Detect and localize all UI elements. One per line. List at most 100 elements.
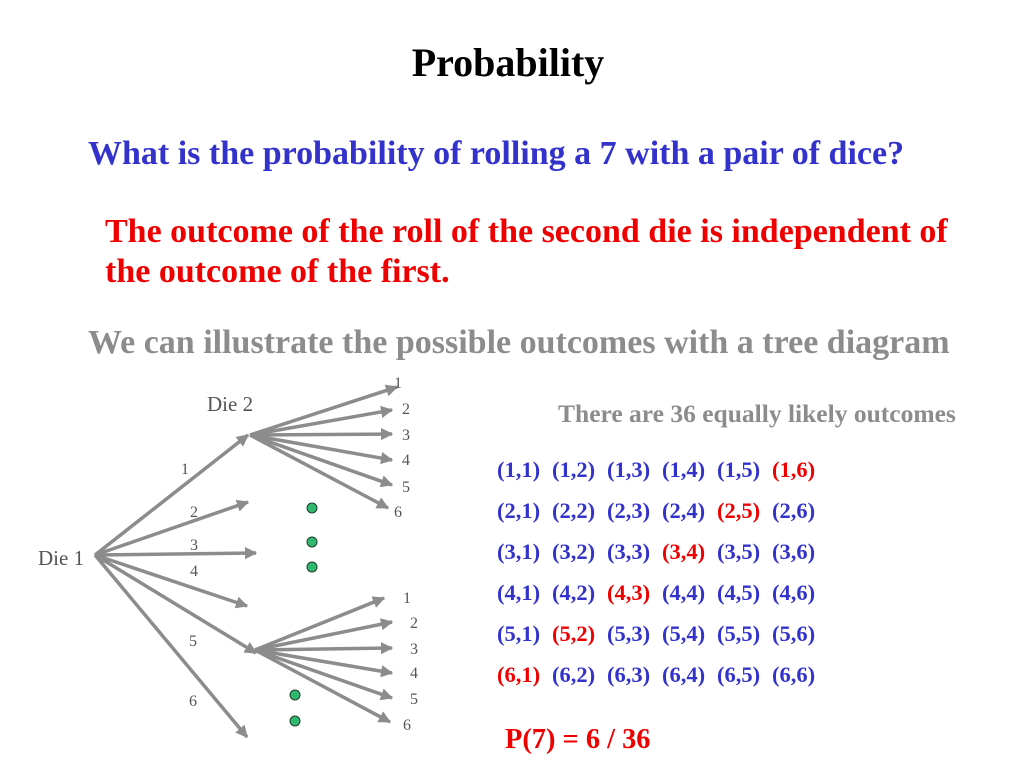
die1-branch-4-arrow [94,553,249,609]
die1-branch-1-arrow [93,433,250,557]
die1-branch-label: 4 [190,563,198,580]
ellipsis-dot [306,561,318,573]
outcome-cell: (6,4) [662,662,706,687]
ellipsis-dot [289,715,301,727]
die2-upper-branch-5-arrow [249,433,394,488]
outcome-cell: (2,2) [552,498,596,523]
outcome-cell: (4,1) [497,580,541,605]
outcome-cell: (1,1) [497,457,541,482]
outcome-cell: (3,3) [607,539,651,564]
outcome-cell: (5,3) [607,621,651,646]
sum-seven-outcome-cell: (6,1) [497,662,541,687]
outcome-cell: (4,2) [552,580,596,605]
outcome-cell: (3,1) [497,539,541,564]
outcome-row: (1,1) (1,2) (1,3) (1,4) (1,5) (1,6) [497,457,827,500]
die2-lower-branch-label: 6 [403,717,411,734]
die2-upper-branch-2-arrow [249,405,394,437]
probability-result: P(7) = 6 / 36 [505,724,651,755]
outcome-row: (6,1) (6,2) (6,3) (6,4) (6,5) (6,6) [497,662,827,705]
outcome-row: (4,1) (4,2) (4,3) (4,4) (4,5) (4,6) [497,580,827,623]
die2-lower-branch-6-arrow [254,648,392,724]
outcome-cell: (2,6) [772,498,816,523]
die1-branch-6-arrow [93,553,249,739]
outcome-cell: (3,6) [772,539,816,564]
tree-intro-text: We can illustrate the possible outcomes … [88,324,950,361]
die2-lower-branch-3-arrow [254,642,394,655]
die1-branch-labels: 1 2 3 4 5 6 [181,461,198,710]
outcome-cell: (6,3) [607,662,651,687]
outcome-cell: (5,4) [662,621,706,646]
outcome-cell: (4,5) [717,580,761,605]
outcome-row: (5,1) (5,2) (5,3) (5,4) (5,5) (5,6) [497,621,827,664]
die2-upper-branch-label: 6 [394,504,402,521]
outcome-cell: (6,2) [552,662,596,687]
ellipsis-dot [306,502,318,514]
ellipsis-dots [289,502,318,727]
sum-seven-outcome-cell: (3,4) [662,539,706,564]
die2-lower-branch-5-arrow [254,648,394,701]
die2-lower-branch-label: 2 [410,615,418,632]
outcome-cell: (2,3) [607,498,651,523]
outcome-cell: (1,2) [552,457,596,482]
outcome-cell: (1,3) [607,457,651,482]
outcome-cell: (1,5) [717,457,761,482]
outcome-cell: (1,4) [662,457,706,482]
die1-branch-label: 3 [190,537,198,554]
die1-branch-label: 1 [181,461,189,478]
die1-branch-label: 6 [189,693,197,710]
die1-branch-label: 5 [189,633,197,650]
sum-seven-outcome-cell: (1,6) [772,457,816,482]
die2-lower-branch-4-arrow [254,648,394,678]
die2-branches-lower [254,596,394,724]
question-text: What is the probability of rolling a 7 w… [88,135,905,172]
independence-note-line-1: The outcome of the roll of the second di… [105,213,948,250]
outcome-cell: (2,4) [662,498,706,523]
die1-branch-3-arrow [94,547,258,560]
independence-note-line-2: the outcome of the first. [105,253,450,290]
die1-branches [93,433,258,739]
die2-upper-branch-4-arrow [249,433,394,465]
die2-upper-branch-label: 5 [402,479,410,496]
die2-upper-branch-6-arrow [249,433,390,510]
outcome-cell: (6,5) [717,662,761,687]
outcome-cell: (5,6) [772,621,816,646]
outcome-cell: (3,5) [717,539,761,564]
die2-upper-branch-label: 2 [402,401,410,418]
die2-upper-branch-label: 4 [402,452,410,469]
die1-label: Die 1 [38,546,84,570]
die1-branch-2-arrow [94,499,250,557]
outcome-row: (3,1) (3,2) (3,3) (3,4) (3,5) (3,6) [497,539,827,582]
sum-seven-outcome-cell: (2,5) [717,498,761,523]
die1-branch-label: 2 [190,504,198,521]
independence-note: The outcome of the roll of the second di… [105,212,948,292]
die2-lower-branch-1-arrow [254,596,386,652]
die2-upper-branch-1-arrow [249,384,399,437]
die2-lower-branch-label: 5 [410,691,418,708]
ellipsis-dot [289,689,301,701]
die1-branch-5-arrow [94,553,258,655]
outcome-cell: (3,2) [552,539,596,564]
outcome-cell: (2,1) [497,498,541,523]
outcome-cell: (6,6) [772,662,816,687]
die2-upper-branch-3-arrow [249,427,394,441]
ellipsis-dot [306,536,318,548]
outcome-grid: (1,1) (1,2) (1,3) (1,4) (1,5) (1,6) (2,1) (2,2)… [497,457,827,705]
die2-lower-branch-2-arrow [254,618,394,652]
outcomes-count-note: There are 36 equally likely outcomes [558,399,956,428]
die2-lower-branch-label: 4 [410,665,418,682]
die2-label: Die 2 [207,392,253,416]
die2-branches-upper [249,384,399,510]
die2-lower-branch-labels: 1 2 3 4 5 6 [403,590,418,734]
slide-title: Probability [411,40,605,85]
outcome-cell: (4,6) [772,580,816,605]
outcome-cell: (5,1) [497,621,541,646]
outcome-row: (2,1) (2,2) (2,3) (2,4) (2,5) (2,6) [497,498,827,541]
die2-upper-branch-labels: 1 2 3 4 5 6 [394,375,410,521]
die2-upper-branch-label: 3 [402,427,410,444]
die2-lower-branch-label: 1 [403,590,411,607]
sum-seven-outcome-cell: (4,3) [607,580,651,605]
sum-seven-outcome-cell: (5,2) [552,621,596,646]
outcome-cell: (5,5) [717,621,761,646]
outcome-cell: (4,4) [662,580,706,605]
die2-upper-branch-label: 1 [394,375,402,392]
